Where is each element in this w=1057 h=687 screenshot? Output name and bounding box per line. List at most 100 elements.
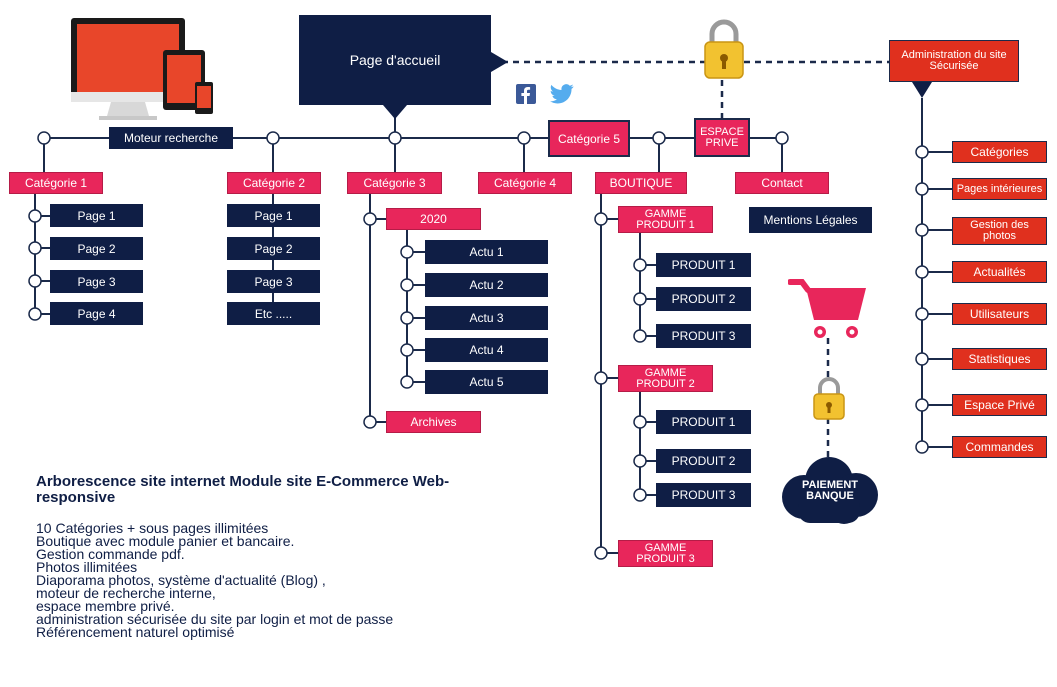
news-item-5[interactable]: Actu 5: [425, 370, 548, 394]
admin-title-box[interactable]: Administration du site Sécurisée: [889, 40, 1019, 82]
page-label: Page 3: [77, 274, 116, 289]
description-line: administration sécurisée du site par log…: [36, 611, 394, 627]
admin-item-statistics[interactable]: Statistiques: [952, 348, 1047, 370]
page-label: Etc .....: [254, 306, 293, 321]
description-line: moteur de recherche interne,: [36, 585, 216, 601]
product-label: PRODUIT 2: [671, 292, 736, 306]
cat2-page-1[interactable]: Page 1: [227, 204, 320, 227]
search-engine-box[interactable]: Moteur recherche: [109, 127, 233, 149]
admin-item-private-space[interactable]: Espace Privé: [952, 394, 1047, 416]
news-item-3[interactable]: Actu 3: [425, 306, 548, 330]
page-label: Page 1: [77, 208, 116, 223]
description-line: Référencement naturel optimisé: [36, 624, 235, 640]
product-1-1[interactable]: PRODUIT 1: [656, 253, 751, 277]
category-4-box[interactable]: Catégorie 4: [478, 172, 572, 194]
padlock-icon: [813, 377, 845, 420]
padlock-icon: [704, 19, 744, 79]
product-label: PRODUIT 1: [671, 415, 736, 429]
category-1-box[interactable]: Catégorie 1: [9, 172, 103, 194]
product-label: PRODUIT 2: [671, 454, 736, 468]
search-engine-label: Moteur recherche: [123, 131, 219, 145]
year-2020-box[interactable]: 2020: [386, 208, 481, 230]
bank-payment-label: PAIEMENT BANQUE: [792, 474, 868, 508]
news-label: Actu 4: [469, 343, 504, 357]
shop-box[interactable]: BOUTIQUE: [595, 172, 687, 194]
admin-item-users[interactable]: Utilisateurs: [952, 303, 1047, 325]
news-label: Actu 5: [469, 375, 504, 389]
news-item-2[interactable]: Actu 2: [425, 273, 548, 297]
admin-item-label: Espace Privé: [964, 398, 1035, 412]
contact-label: Contact: [761, 176, 803, 190]
product-2-3[interactable]: PRODUIT 3: [656, 483, 751, 507]
product-label: PRODUIT 3: [671, 329, 736, 343]
private-space-box[interactable]: ESPACE PRIVE: [694, 118, 750, 157]
contact-box[interactable]: Contact: [735, 172, 829, 194]
description-line: Diaporama photos, système d'actualité (B…: [36, 572, 326, 588]
description-line: Gestion commande pdf.: [36, 546, 185, 562]
description-title: Arborescence site internet Module site E…: [36, 473, 450, 506]
category-3-label: Catégorie 3: [363, 176, 426, 190]
admin-item-pages[interactable]: Pages intérieures: [952, 178, 1047, 200]
cloud-icon: [782, 457, 878, 524]
page-label: Page 2: [254, 241, 293, 256]
product-2-2[interactable]: PRODUIT 2: [656, 449, 751, 473]
admin-item-label: Pages intérieures: [956, 183, 1043, 195]
news-label: Actu 2: [469, 278, 504, 292]
private-space-label: ESPACE PRIVE: [700, 125, 744, 149]
admin-item-label: Gestion des photos: [970, 219, 1029, 242]
shop-label: BOUTIQUE: [609, 176, 673, 190]
category-5-label: Catégorie 5: [557, 131, 621, 146]
product-range-1[interactable]: GAMME PRODUIT 1: [618, 206, 713, 233]
legal-notice-box[interactable]: Mentions Légales: [749, 207, 872, 233]
page-label: Page 1: [254, 208, 293, 223]
news-label: Actu 1: [469, 245, 504, 259]
page-label: Page 2: [77, 241, 116, 256]
category-3-box[interactable]: Catégorie 3: [347, 172, 442, 194]
admin-item-categories[interactable]: Catégories: [952, 141, 1047, 163]
product-range-label: GAMME PRODUIT 3: [636, 541, 695, 565]
twitter-icon[interactable]: [550, 84, 574, 104]
cat1-page-2[interactable]: Page 2: [50, 237, 143, 260]
legal-notice-label: Mentions Légales: [763, 213, 858, 227]
admin-item-label: Commandes: [965, 440, 1034, 454]
home-page-label: Page d'accueil: [349, 52, 441, 68]
news-item-4[interactable]: Actu 4: [425, 338, 548, 362]
cat1-page-4[interactable]: Page 4: [50, 302, 143, 325]
product-2-1[interactable]: PRODUIT 1: [656, 410, 751, 434]
home-page-box[interactable]: Page d'accueil: [299, 15, 491, 105]
product-range-3[interactable]: GAMME PRODUIT 3: [618, 540, 713, 567]
news-item-1[interactable]: Actu 1: [425, 240, 548, 264]
page-label: Page 3: [254, 274, 293, 289]
cat2-page-2[interactable]: Page 2: [227, 237, 320, 260]
devices-icon: [71, 18, 213, 120]
description-line: Photos illimitées: [36, 559, 138, 575]
admin-item-photos[interactable]: Gestion des photos: [952, 217, 1047, 245]
description-block: Arborescence site internet Module site E…: [36, 473, 476, 640]
cat2-page-etc[interactable]: Etc .....: [227, 302, 320, 325]
facebook-icon[interactable]: [516, 84, 536, 104]
admin-item-orders[interactable]: Commandes: [952, 436, 1047, 458]
cat2-page-3[interactable]: Page 3: [227, 270, 320, 293]
year-label: 2020: [420, 212, 447, 226]
category-2-box[interactable]: Catégorie 2: [227, 172, 321, 194]
product-label: PRODUIT 1: [671, 258, 736, 272]
admin-item-label: Utilisateurs: [969, 307, 1030, 321]
category-5-box[interactable]: Catégorie 5: [548, 120, 630, 157]
product-range-2[interactable]: GAMME PRODUIT 2: [618, 365, 713, 392]
archives-box[interactable]: Archives: [386, 411, 481, 433]
news-label: Actu 3: [469, 311, 504, 325]
admin-item-label: Actualités: [973, 265, 1026, 279]
product-range-label: GAMME PRODUIT 2: [636, 366, 695, 390]
product-1-3[interactable]: PRODUIT 3: [656, 324, 751, 348]
product-range-label: GAMME PRODUIT 1: [636, 207, 695, 231]
admin-item-news[interactable]: Actualités: [952, 261, 1047, 283]
description-line: 10 Catégories + sous pages illimitées: [36, 520, 269, 536]
cat1-page-1[interactable]: Page 1: [50, 204, 143, 227]
archives-label: Archives: [410, 415, 457, 429]
product-1-2[interactable]: PRODUIT 2: [656, 287, 751, 311]
category-4-label: Catégorie 4: [493, 176, 557, 190]
shopping-cart-icon: [788, 279, 866, 338]
admin-title-label: Administration du site Sécurisée: [901, 49, 1007, 72]
category-2-label: Catégorie 2: [242, 176, 306, 190]
cat1-page-3[interactable]: Page 3: [50, 270, 143, 293]
